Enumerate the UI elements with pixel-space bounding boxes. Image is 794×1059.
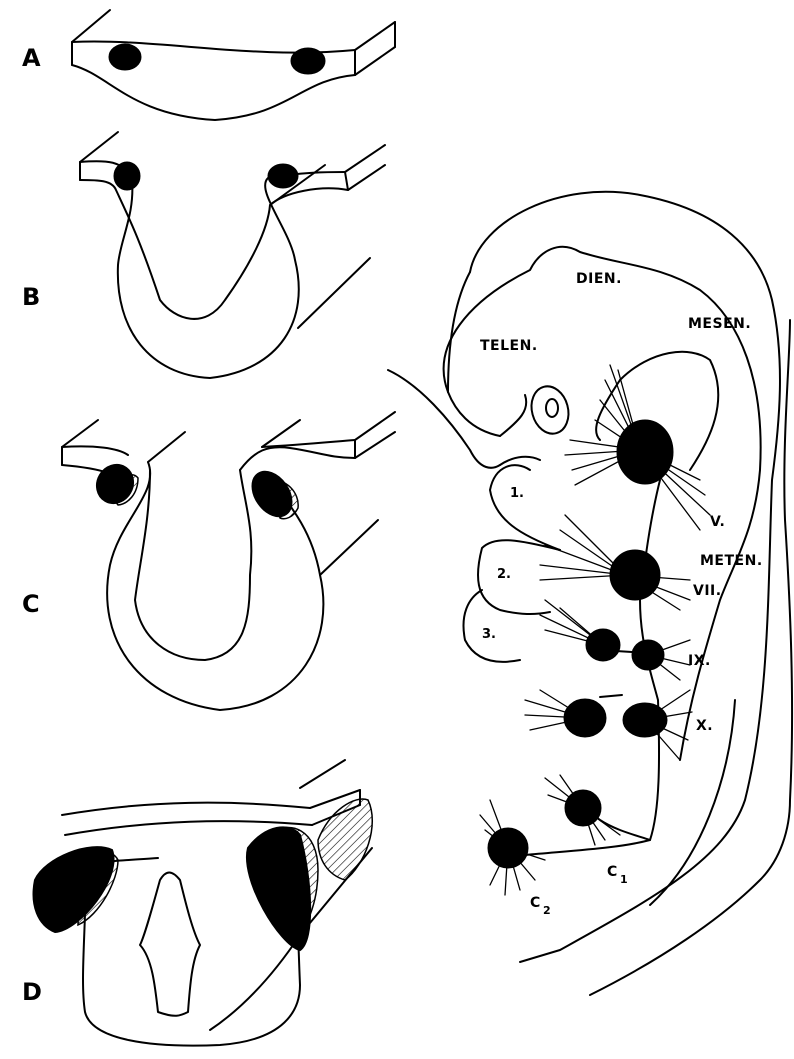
embryo-head-outline xyxy=(388,192,792,995)
ganglion-ix-a xyxy=(586,629,620,661)
label-c1: C 1 xyxy=(607,864,628,886)
label-dien: DIEN. xyxy=(576,271,622,287)
label-mesen: MESEN. xyxy=(688,316,751,332)
neural-crest-cell-left xyxy=(114,162,140,190)
neural-crest-cell-left xyxy=(109,44,141,70)
label-c2-letter: C xyxy=(530,895,541,911)
ganglion-c1 xyxy=(565,790,601,826)
label-nerve-v: V. xyxy=(710,514,725,530)
eye-inner xyxy=(546,399,558,417)
label-telen: TELEN. xyxy=(480,338,538,354)
ganglion-ix-b xyxy=(632,640,664,670)
label-arch-2: 2. xyxy=(497,567,511,582)
label-c2-sub: 2 xyxy=(543,904,551,917)
hatched-structure xyxy=(318,799,372,880)
neural-crest-cell-right xyxy=(291,48,325,74)
neural-crest-cell-right xyxy=(268,164,298,188)
panel-label-d: D xyxy=(22,978,42,1006)
ganglion-v xyxy=(617,420,673,484)
label-nerve-vii: VII. xyxy=(693,583,722,599)
label-arch-1: 1. xyxy=(510,486,524,501)
ganglion-vii xyxy=(610,550,660,600)
panel-c-neural-tube xyxy=(62,412,395,710)
ganglion-x-a xyxy=(564,699,606,737)
ganglion-x-b xyxy=(623,703,667,737)
panel-label-b: B xyxy=(22,283,40,311)
label-meten: METEN. xyxy=(700,553,763,569)
panel-a-neural-plate xyxy=(72,10,395,120)
label-c1-sub: 1 xyxy=(620,873,628,886)
label-c2: C 2 xyxy=(530,895,551,917)
label-arch-3: 3. xyxy=(482,627,496,642)
panel-b-neural-groove xyxy=(80,132,385,378)
label-nerve-x: X. xyxy=(696,718,713,734)
label-c1-letter: C xyxy=(607,864,618,880)
label-nerve-ix: IX. xyxy=(688,653,711,669)
panel-label-a: A xyxy=(22,44,41,72)
ganglion-c2 xyxy=(488,828,528,868)
panel-d-neural-tube-ganglia xyxy=(34,760,373,1046)
panel-label-c: C xyxy=(22,590,40,618)
